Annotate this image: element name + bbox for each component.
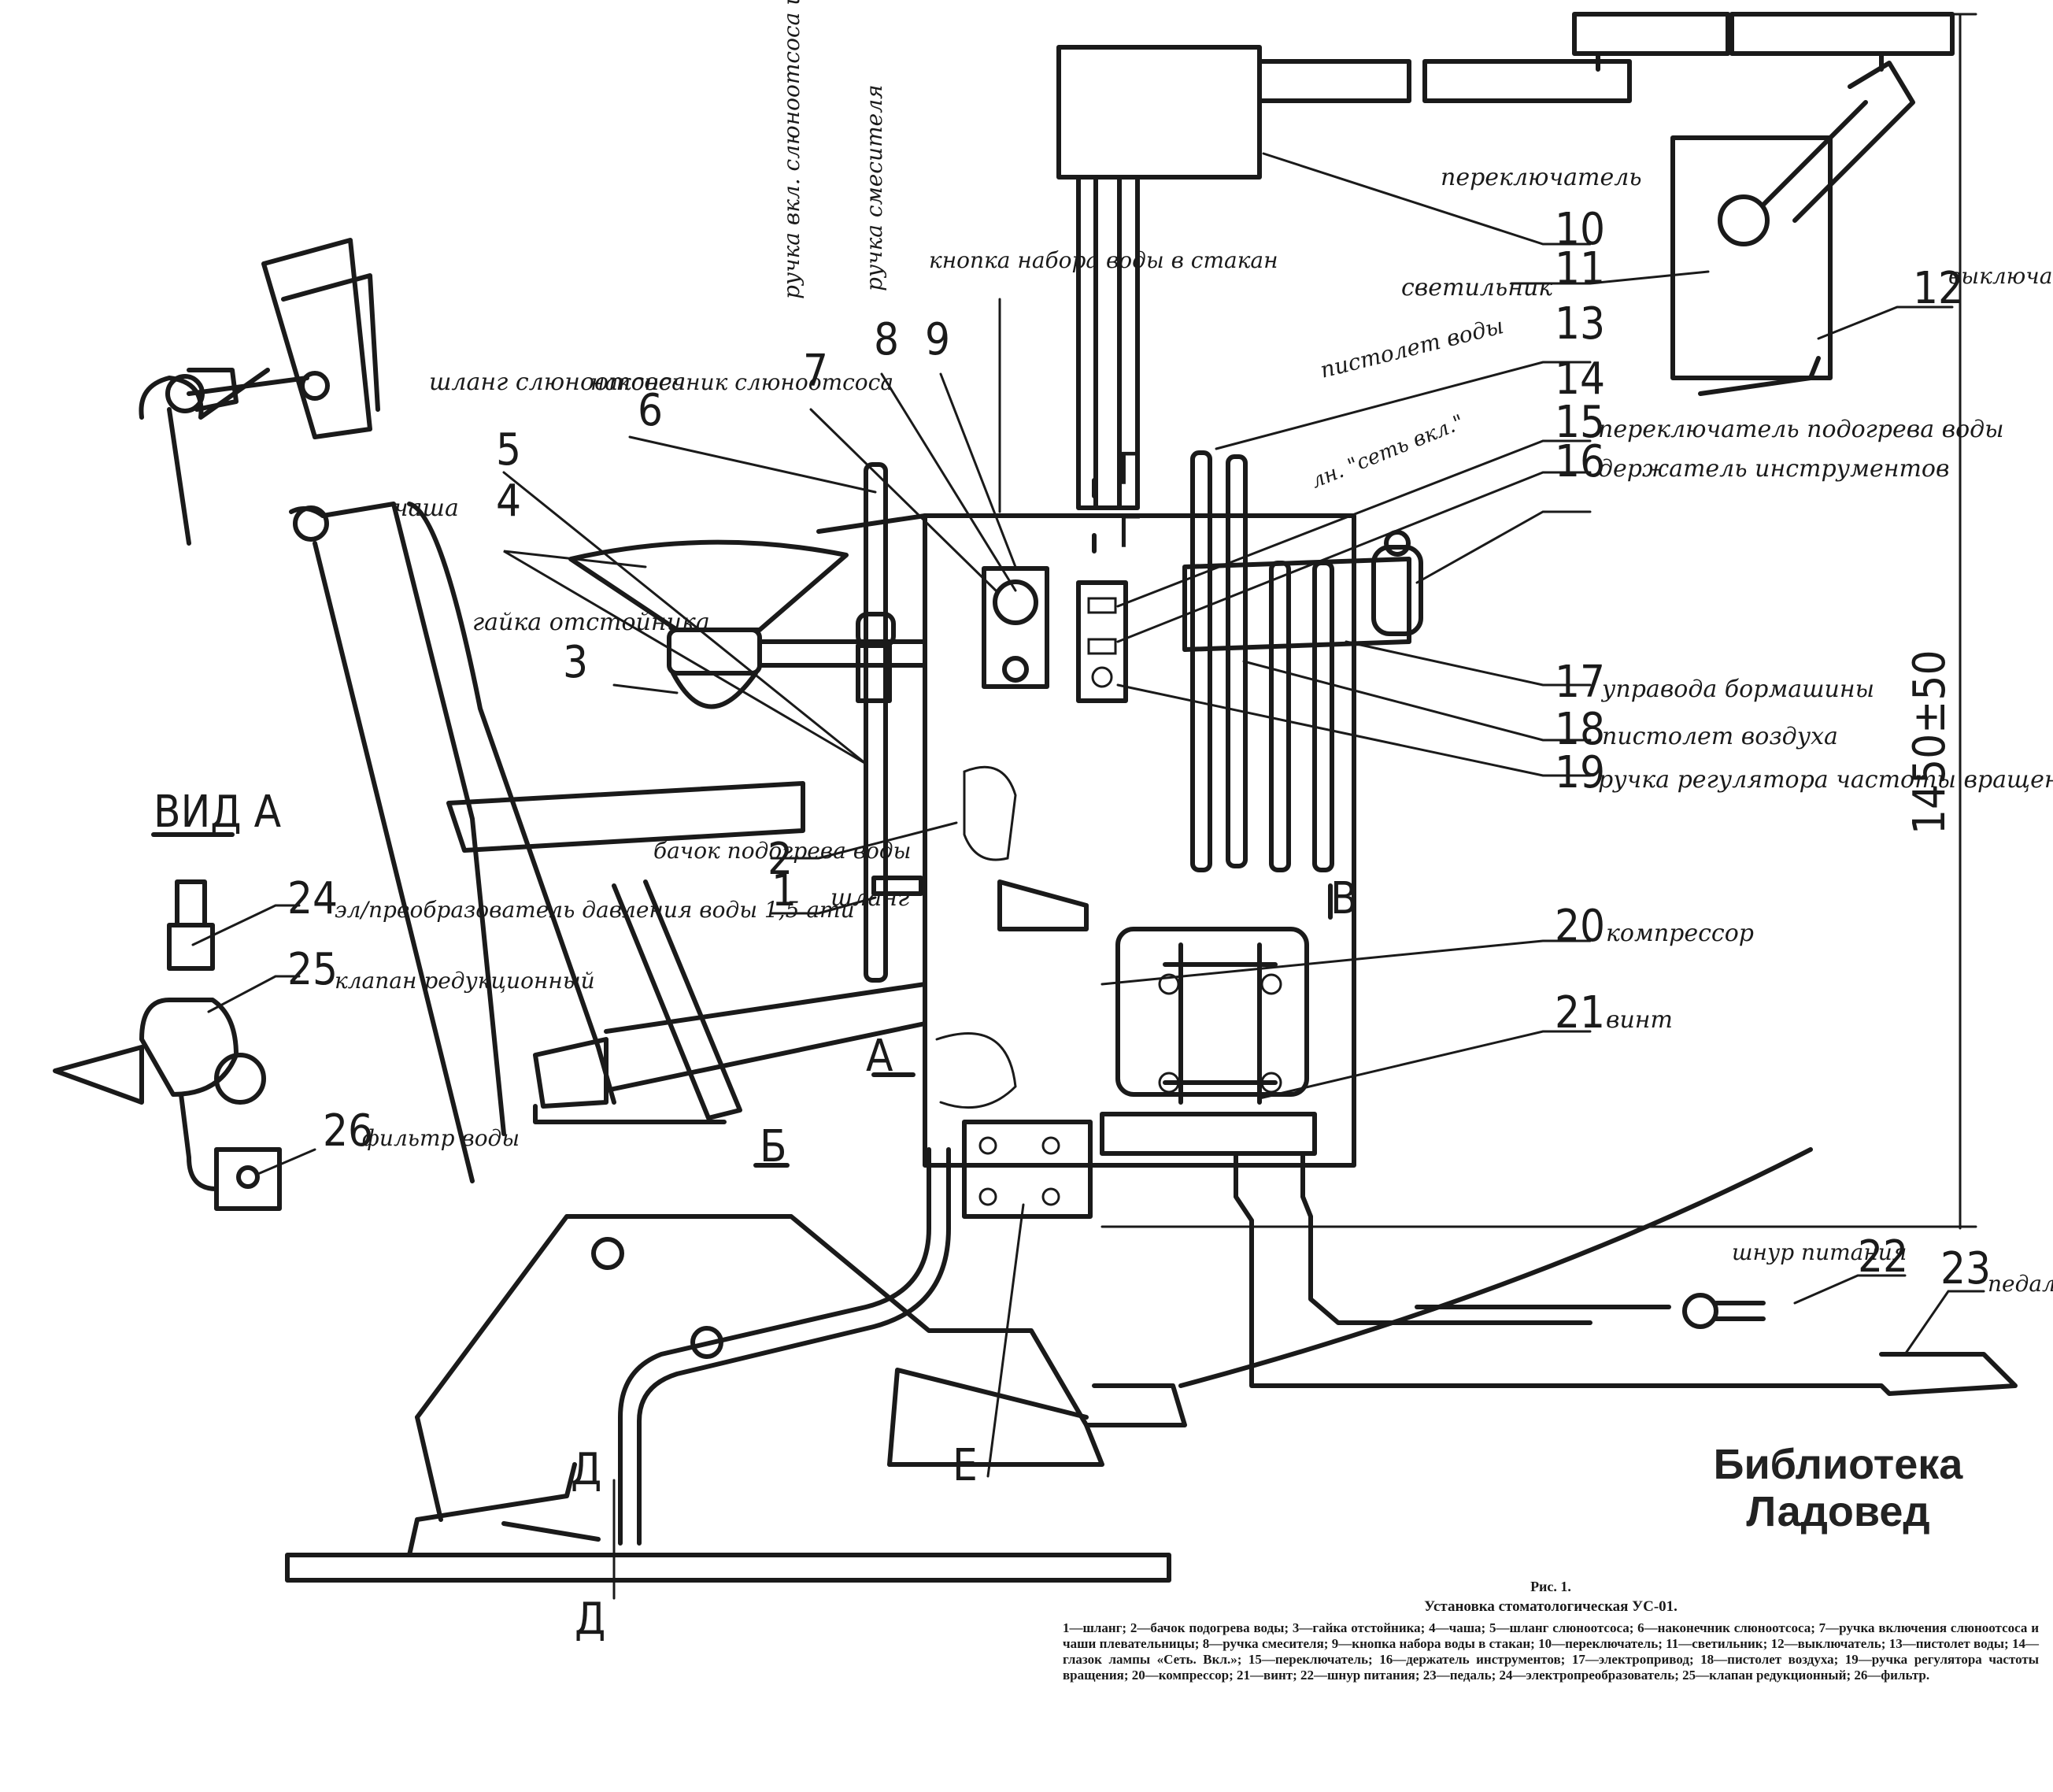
callout-number: 26	[323, 1105, 373, 1157]
view-label: В	[1330, 873, 1358, 924]
view-a-detail	[53, 879, 282, 1211]
callout-label: винт	[1606, 1006, 1673, 1034]
callout-number: 6	[638, 385, 663, 436]
callout-number: 10	[1555, 204, 1605, 255]
view-label: Г	[1118, 507, 1142, 558]
callout-label: шланг	[830, 884, 909, 912]
callout-label: управода бормашины	[1600, 676, 1874, 703]
callout-number: 17	[1555, 657, 1605, 708]
callout-label: гайка отстойника	[472, 609, 710, 636]
dimension-line: 1450±50	[1100, 13, 1977, 1230]
callout-label: переключатель подогрева воды	[1598, 416, 2004, 443]
callout-label: светильник	[1401, 274, 1552, 302]
library-watermark: Библиотека Ладовед	[1661, 1441, 2015, 1535]
callout-number: 1	[771, 865, 797, 916]
figure-number: Рис. 1.	[1530, 1579, 1571, 1594]
callout-number: 13	[1555, 298, 1605, 350]
callout-number: 25	[287, 944, 338, 995]
callout-label: кнопка набора воды в стакан	[929, 247, 1278, 273]
callout-number: 21	[1555, 987, 1605, 1039]
callout-number: 14	[1555, 354, 1605, 405]
base-frame	[285, 1214, 1187, 1583]
callout-number: 7	[803, 346, 828, 397]
view-label: Д	[571, 1444, 601, 1495]
callout-label: чаша	[394, 494, 459, 522]
view-label: ВИД А	[154, 787, 282, 838]
main-cabinet	[923, 513, 1592, 1388]
callout-label: ручка смесителя	[861, 84, 887, 291]
callout-label: выключатель светильн	[1948, 263, 2053, 289]
callout-label: шнур питания	[1732, 1239, 1907, 1265]
view-label: Г	[1118, 444, 1142, 495]
callout-label: компрессор	[1606, 920, 1754, 947]
library-watermark-line1: Библиотека	[1713, 1441, 1963, 1488]
callout-number: 16	[1555, 436, 1605, 487]
callout-label: пистолет воздуха	[1602, 723, 1838, 750]
callout-label: эл/преобразователь давления воды 1,5 ати	[335, 897, 855, 923]
figure-title: Установка стоматологическая УС-01.	[1424, 1598, 1678, 1615]
callout-label: клапан редукционный	[335, 968, 595, 994]
lamp-column	[1056, 12, 1955, 510]
callout-label: переключатель	[1441, 164, 1642, 191]
callout-label: бачок подогрева воды	[653, 838, 911, 864]
callout-number: 4	[496, 476, 521, 527]
figure-caption: Рис. 1. Установка стоматологическая УС-0…	[1063, 1579, 2039, 1683]
callout-label: фильтр воды	[362, 1125, 520, 1151]
view-labels: ВИД А А Б В Г Г Д Д Е	[151, 444, 1358, 1645]
callout-number: 20	[1555, 901, 1605, 952]
library-watermark-line2: Ладовед	[1746, 1488, 1930, 1535]
callout-number: 15	[1555, 397, 1605, 448]
callout-label: держатель инструментов	[1598, 455, 1949, 483]
view-label: Д	[575, 1594, 605, 1645]
chair	[139, 238, 927, 1183]
callout-number: 24	[287, 873, 338, 924]
callout-label: лн. "сеть вкл."	[1308, 410, 1467, 493]
pedal-assembly	[1178, 1147, 2018, 1396]
callout-number: 8	[874, 314, 899, 365]
callout-number: 5	[496, 424, 521, 476]
callout-number: 22	[1858, 1231, 1908, 1283]
callout-numbers: 1 2 3 4 5 6 7 8 9 10 11 12 13 14 15 16 1…	[287, 204, 1991, 1294]
floor-pipe	[618, 1147, 951, 1546]
callout-number: 23	[1940, 1243, 1991, 1294]
callout-label: ручка вкл. слюноотсоса и чаши плевательн…	[779, 0, 805, 299]
leader-lines	[191, 152, 1985, 1356]
callout-label: ручка регулятора частоты вращения	[1598, 766, 2053, 794]
callout-number: 2	[768, 834, 793, 885]
callout-number: 18	[1555, 704, 1605, 755]
callout-label: пистолет воды	[1318, 313, 1507, 383]
callout-number: 11	[1555, 243, 1605, 294]
callout-label: наконечник слюноотсоса	[590, 369, 893, 395]
callout-number: 12	[1913, 263, 1963, 314]
figure-legend: 1—шланг; 2—бачок подогрева воды; 3—гайка…	[1063, 1620, 2039, 1683]
callout-labels: шланг бачок подогрева воды гайка отстойн…	[335, 0, 2053, 1297]
callout-number: 3	[563, 637, 588, 688]
spittoon	[568, 539, 927, 709]
dimension-value: 1450±50	[1904, 650, 1955, 835]
callout-number: 19	[1555, 747, 1605, 798]
callout-label: педал	[1988, 1271, 2053, 1297]
ejector-tube	[816, 298, 1001, 983]
callout-number: 9	[925, 314, 950, 365]
view-label: Е	[953, 1440, 978, 1491]
callout-label: шланг слюноотсоса	[429, 368, 686, 396]
